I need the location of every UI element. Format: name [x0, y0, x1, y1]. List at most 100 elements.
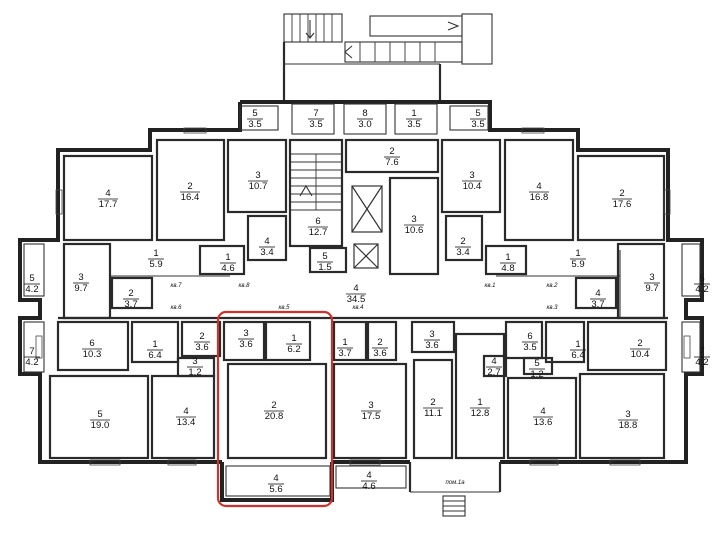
- svg-text:4.8: 4.8: [501, 263, 514, 274]
- svg-text:2: 2: [460, 236, 465, 247]
- svg-text:4: 4: [105, 188, 110, 199]
- room-label: 310.7: [248, 170, 268, 192]
- svg-text:1.2: 1.2: [530, 369, 543, 380]
- room-label: 23.7: [123, 288, 139, 310]
- svg-text:4: 4: [491, 356, 496, 367]
- svg-text:3.5: 3.5: [407, 119, 420, 130]
- svg-text:10.7: 10.7: [249, 181, 268, 192]
- apartment-label: кв.7: [171, 283, 183, 289]
- svg-text:4: 4: [353, 283, 358, 294]
- room-label: 33.6: [424, 329, 440, 351]
- room-label: 44.6: [361, 470, 377, 492]
- apartment-labels: кв.5 кв.4 кв.3 кв.6 кв.7 кв.8 кв.1 кв.2 …: [171, 283, 559, 486]
- room-label: 54.2: [694, 273, 710, 295]
- svg-text:1.2: 1.2: [188, 367, 201, 378]
- stairwell: [288, 138, 383, 269]
- svg-text:3.4: 3.4: [260, 247, 273, 258]
- svg-text:34.5: 34.5: [347, 294, 366, 305]
- svg-text:2: 2: [187, 181, 192, 192]
- apartment-label: кв.3: [547, 305, 559, 311]
- svg-text:1: 1: [411, 108, 416, 119]
- svg-text:2.7: 2.7: [487, 367, 500, 378]
- room-label: 610.3: [82, 338, 102, 360]
- svg-text:6: 6: [89, 338, 94, 349]
- room-label: 310.4: [462, 170, 482, 192]
- svg-text:4: 4: [264, 236, 269, 247]
- room-label: 39.7: [73, 272, 89, 294]
- svg-text:13.6: 13.6: [534, 417, 553, 428]
- svg-text:3.6: 3.6: [195, 342, 208, 353]
- svg-text:4: 4: [540, 406, 545, 417]
- room-label: 14.6: [220, 252, 236, 274]
- room-label: 16.4: [147, 339, 163, 361]
- svg-text:6.4: 6.4: [571, 350, 584, 361]
- svg-text:4: 4: [536, 181, 541, 192]
- svg-text:4.6: 4.6: [221, 263, 234, 274]
- svg-text:3.5: 3.5: [523, 342, 536, 353]
- svg-text:4: 4: [183, 406, 188, 417]
- room-label: 54.2: [24, 273, 40, 295]
- svg-text:9.7: 9.7: [645, 283, 658, 294]
- room-label: 612.7: [308, 216, 328, 238]
- room-label: 39.7: [644, 272, 660, 294]
- svg-text:8: 8: [362, 108, 367, 119]
- svg-text:1: 1: [575, 248, 580, 259]
- svg-text:3.6: 3.6: [239, 339, 252, 350]
- svg-text:12.8: 12.8: [471, 408, 490, 419]
- building-outline: [18, 100, 704, 517]
- svg-text:4.2: 4.2: [25, 284, 38, 295]
- svg-text:16.4: 16.4: [181, 192, 200, 203]
- svg-text:5: 5: [699, 273, 704, 284]
- svg-text:3: 3: [255, 170, 260, 181]
- svg-text:3.5: 3.5: [248, 119, 261, 130]
- room-label: 211.1: [423, 397, 443, 419]
- room-label: 15.9: [148, 248, 164, 270]
- room-label: 23.6: [372, 337, 388, 359]
- room-label: 23.4: [455, 236, 471, 258]
- room-label: 416.8: [529, 181, 549, 203]
- room-label: 310.6: [404, 214, 424, 236]
- svg-text:3: 3: [192, 356, 197, 367]
- room-label: 74.2: [694, 346, 710, 368]
- svg-text:7: 7: [699, 346, 704, 357]
- room-label: 45.6: [268, 473, 284, 495]
- svg-text:6: 6: [527, 331, 532, 342]
- room-label: 15.9: [570, 248, 586, 270]
- room-label: 210.4: [630, 338, 650, 360]
- svg-text:4.2: 4.2: [695, 284, 708, 295]
- svg-text:3: 3: [429, 329, 434, 340]
- room-label: 217.6: [612, 188, 632, 210]
- svg-text:10.3: 10.3: [83, 349, 102, 360]
- apartment-label: кв.8: [239, 283, 251, 289]
- svg-text:3.6: 3.6: [425, 340, 438, 351]
- room-label: 27.6: [384, 146, 400, 168]
- svg-text:12.7: 12.7: [309, 227, 328, 238]
- svg-text:3.7: 3.7: [124, 299, 137, 310]
- windows: [35, 127, 691, 466]
- svg-text:2: 2: [271, 400, 276, 411]
- svg-text:1: 1: [575, 339, 580, 350]
- svg-text:4: 4: [366, 470, 371, 481]
- svg-text:3.6: 3.6: [373, 348, 386, 359]
- entrance-porch: [282, 13, 493, 100]
- room-label: 413.6: [533, 406, 553, 428]
- svg-text:4.2: 4.2: [25, 357, 38, 368]
- room-label: 434.5: [346, 283, 366, 305]
- svg-text:17.6: 17.6: [613, 199, 632, 210]
- svg-text:3.5: 3.5: [471, 119, 484, 130]
- room-label: 216.4: [180, 181, 200, 203]
- room-label: 43.4: [259, 236, 275, 258]
- svg-text:4: 4: [595, 288, 600, 299]
- room-label: 417.7: [98, 188, 118, 210]
- svg-text:3.5: 3.5: [309, 119, 322, 130]
- upper-rooms: [62, 138, 666, 276]
- room-labels: 53.5 73.5 83.0 13.5 53.5 417.7 216.4 310…: [24, 108, 710, 495]
- svg-text:1: 1: [152, 339, 157, 350]
- svg-text:5: 5: [475, 108, 480, 119]
- svg-text:16.8: 16.8: [530, 192, 549, 203]
- svg-text:2: 2: [128, 288, 133, 299]
- svg-text:5.9: 5.9: [149, 259, 162, 270]
- room-label: 519.0: [90, 409, 110, 431]
- svg-text:7: 7: [29, 346, 34, 357]
